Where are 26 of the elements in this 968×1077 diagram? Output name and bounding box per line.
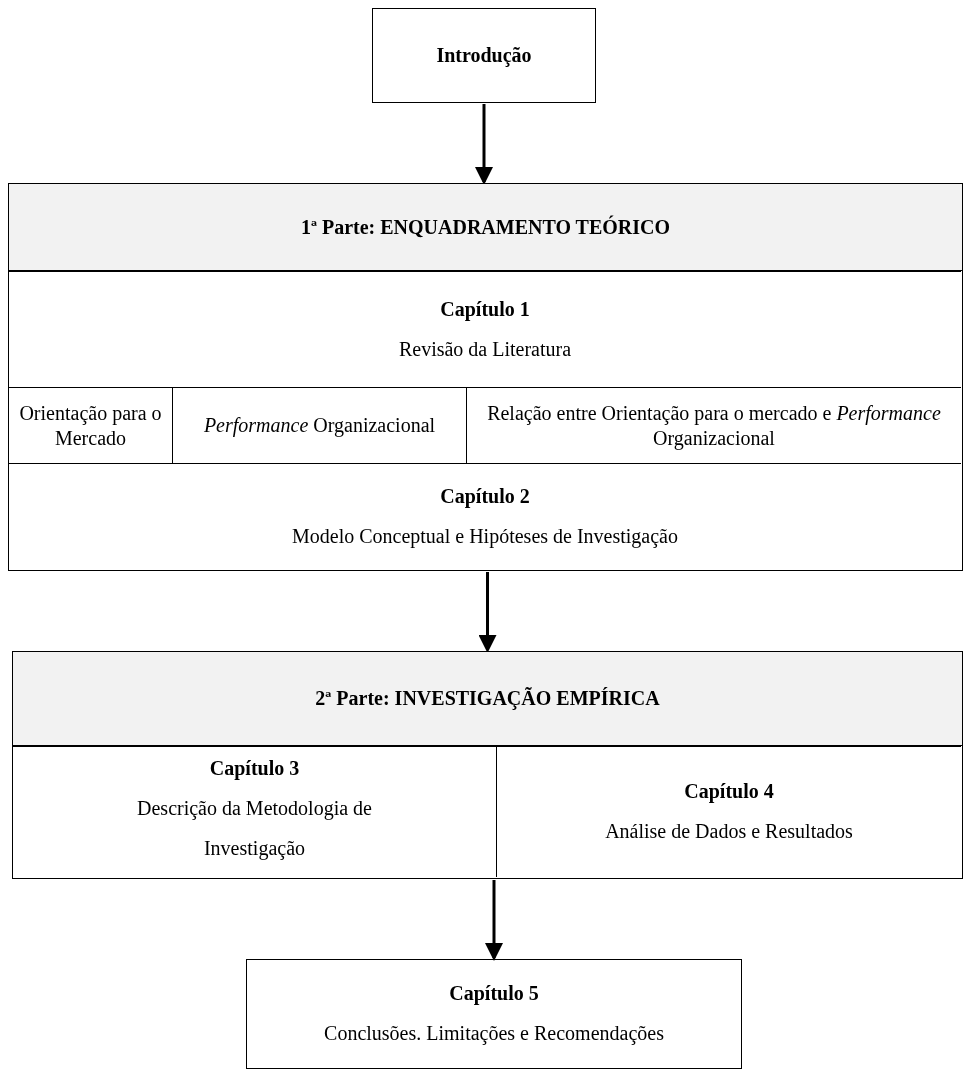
chapter-title: Conclusões. Limitações e Recomendações bbox=[324, 1021, 664, 1046]
chapter-heading: Capítulo 2 bbox=[440, 484, 530, 508]
section-heading: 2ª Parte: INVESTIGAÇÃO EMPÍRICA bbox=[13, 652, 962, 746]
chapter-heading: Capítulo 4 bbox=[684, 780, 774, 803]
chapter-heading: Capítulo 3 bbox=[209, 756, 300, 780]
box-label: Introdução bbox=[436, 44, 532, 67]
chapter-title: Modelo Conceptual e Hipóteses de Investigação bbox=[292, 523, 678, 549]
chapter-title: Descrição da Metodologia de Investigação bbox=[136, 795, 373, 862]
box-label: Performance Organizacional bbox=[203, 413, 436, 438]
chapter-cell bbox=[13, 746, 497, 877]
section-panel bbox=[12, 651, 963, 879]
arrow bbox=[485, 880, 503, 961]
box-label: Relação entre Orientação para o mercado e Performance Organizacional bbox=[486, 400, 942, 451]
section-panel bbox=[8, 183, 963, 571]
chapter-cell bbox=[9, 387, 173, 463]
arrow bbox=[478, 572, 497, 653]
arrow bbox=[475, 104, 493, 185]
process-box bbox=[372, 8, 596, 103]
section-heading: 1ª Parte: ENQUADRAMENTO TEÓRICO bbox=[9, 184, 962, 271]
chapter-cell bbox=[246, 959, 742, 1069]
chapter-cell bbox=[173, 387, 467, 463]
chapter-heading: Capítulo 5 bbox=[449, 982, 539, 1005]
chapter-title: Revisão da Literatura bbox=[398, 336, 572, 362]
chapter-title: Análise de Dados e Resultados bbox=[605, 819, 853, 844]
chapter-heading: Capítulo 1 bbox=[440, 297, 530, 321]
box-label: Orientação para o Mercado bbox=[18, 400, 163, 451]
